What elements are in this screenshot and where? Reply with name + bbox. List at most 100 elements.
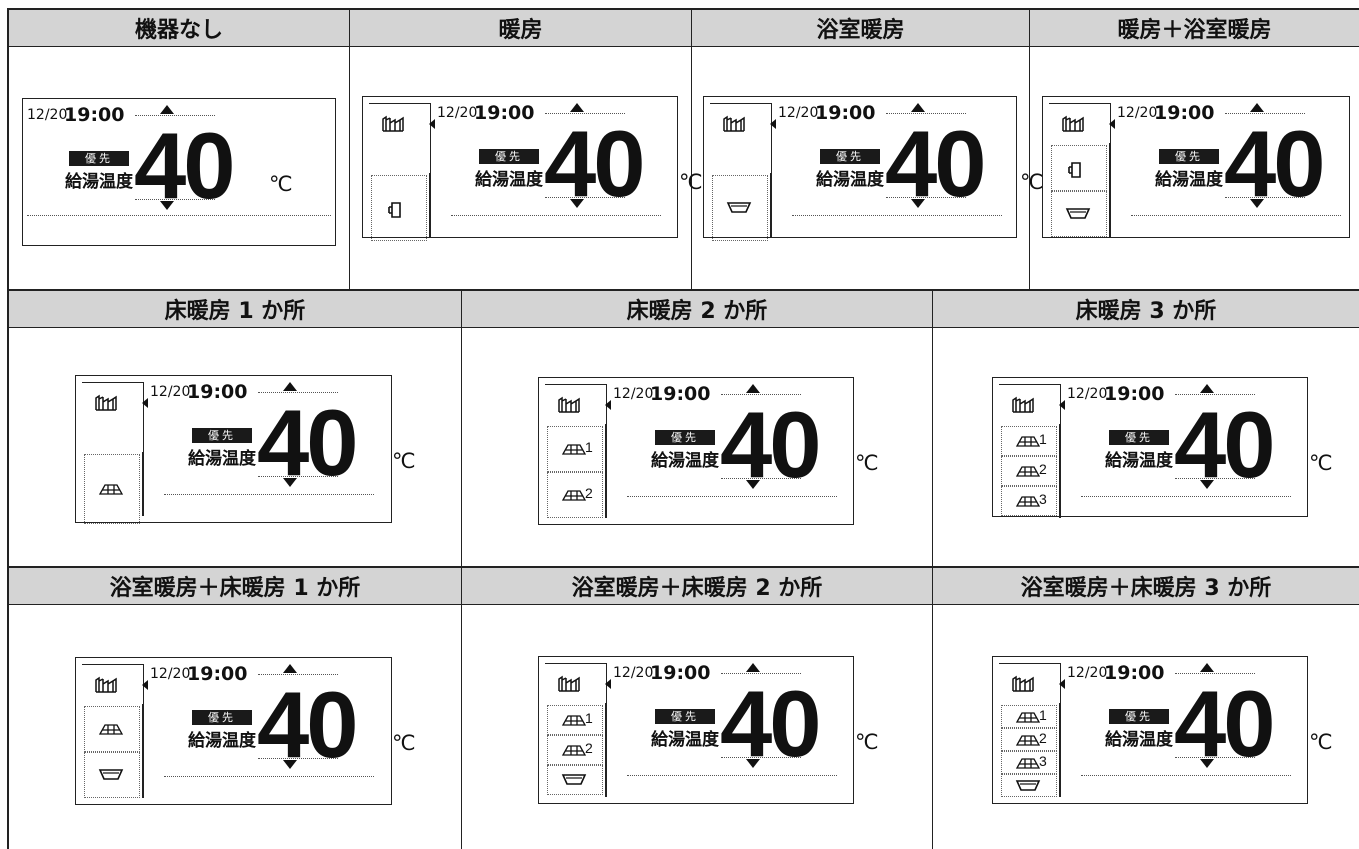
date-text: 12/20 — [1067, 386, 1108, 402]
dotted-line — [258, 392, 338, 393]
heater-icon — [385, 200, 405, 224]
bottom-dotted-line — [1131, 215, 1341, 216]
date-text: 12/20 — [778, 105, 819, 121]
bottom-dotted-line — [164, 494, 374, 495]
down-arrow-icon — [160, 201, 174, 210]
dotted-line — [258, 758, 338, 759]
priority-badge: 優先 — [820, 149, 880, 164]
side-divider — [770, 173, 772, 237]
up-arrow-icon — [1200, 663, 1214, 672]
header-yoku-yuka1: 浴室暖房＋床暖房 1 か所 — [9, 568, 461, 605]
zone-number: 1 — [585, 439, 593, 455]
bathroom-heater-icon — [1015, 778, 1041, 797]
date-text: 12/20 — [1117, 105, 1158, 121]
time-text: 19:00 — [187, 663, 248, 685]
zone-number: 1 — [1039, 431, 1047, 447]
hot-water-temp-label: 給湯温度 — [475, 170, 543, 190]
temperature-value: 40 — [257, 672, 359, 777]
grid-line — [7, 289, 1359, 291]
time-text: 19:00 — [1104, 662, 1165, 684]
radiator-icon — [381, 115, 405, 137]
floor-heating-icon — [1015, 709, 1041, 728]
side-cell — [1051, 145, 1107, 191]
zone-number: 1 — [1039, 706, 1047, 723]
floor-heating-icon — [1015, 755, 1041, 774]
dotted-line — [721, 673, 801, 674]
side-divider — [605, 424, 607, 518]
grid-line — [7, 8, 1359, 10]
bottom-dotted-line — [627, 496, 837, 497]
temperature-unit: ℃ — [855, 451, 879, 475]
temperature-value: 40 — [1174, 392, 1276, 497]
temperature-value: 40 — [1174, 671, 1276, 776]
temperature-unit: ℃ — [269, 172, 293, 196]
floor-heating-icon — [98, 481, 124, 500]
heater-icon — [1065, 160, 1085, 184]
up-arrow-icon — [283, 382, 297, 391]
down-arrow-icon — [746, 480, 760, 489]
time-text: 19:00 — [474, 102, 535, 124]
floor-heating-icon — [1015, 493, 1041, 512]
down-arrow-icon — [1200, 759, 1214, 768]
selection-arrow-icon — [1059, 400, 1065, 410]
side-cell — [1051, 191, 1107, 237]
up-arrow-icon — [746, 384, 760, 393]
selection-arrow-icon — [1059, 679, 1065, 689]
radiator-icon — [557, 396, 581, 418]
floor-heating-icon — [561, 712, 587, 731]
down-arrow-icon — [283, 760, 297, 769]
side-cell — [1001, 456, 1057, 486]
grid-line — [7, 8, 9, 849]
down-arrow-icon — [570, 199, 584, 208]
side-divider — [605, 703, 607, 797]
priority-badge: 優先 — [479, 149, 539, 164]
bottom-dotted-line — [27, 215, 331, 216]
header-yoku-yuka2: 浴室暖房＋床暖房 2 か所 — [462, 568, 932, 605]
side-cell — [371, 175, 427, 241]
side-divider — [1109, 143, 1111, 237]
date-text: 12/20 — [437, 105, 478, 121]
temperature-unit: ℃ — [855, 730, 879, 754]
zone-number: 3 — [1039, 752, 1047, 769]
grid-line — [1029, 8, 1030, 290]
bathroom-heater-icon — [98, 767, 124, 786]
side-cell — [1001, 728, 1057, 751]
up-arrow-icon — [1250, 103, 1264, 112]
radiator-icon — [1061, 115, 1085, 137]
selected-tab — [710, 103, 772, 173]
selection-arrow-icon — [605, 679, 611, 689]
side-cell — [547, 426, 603, 472]
temperature-unit: ℃ — [392, 731, 416, 755]
header-yoku-yuka3: 浴室暖房＋床暖房 3 か所 — [933, 568, 1359, 605]
hot-water-temp-label: 給湯温度 — [651, 451, 719, 471]
grid-line — [691, 8, 692, 290]
up-arrow-icon — [1200, 384, 1214, 393]
side-cell — [712, 175, 768, 241]
hot-water-temp-label: 給湯温度 — [1105, 451, 1173, 471]
date-text: 12/20 — [1067, 665, 1108, 681]
dotted-line — [1225, 113, 1305, 114]
side-divider — [1059, 424, 1061, 518]
floor-heating-icon — [561, 742, 587, 761]
priority-badge: 優先 — [1109, 430, 1169, 445]
temperature-value: 40 — [1224, 111, 1326, 216]
dotted-line — [886, 113, 966, 114]
time-text: 19:00 — [815, 102, 876, 124]
bottom-dotted-line — [1081, 775, 1291, 776]
hot-water-temp-label: 給湯温度 — [1105, 730, 1173, 750]
header-danbo-yokushitsu: 暖房＋浴室暖房 — [1030, 10, 1359, 47]
bottom-dotted-line — [627, 775, 837, 776]
dotted-line — [1175, 478, 1255, 479]
radiator-icon — [1011, 396, 1035, 418]
side-divider — [142, 704, 144, 798]
grid-line — [7, 566, 1359, 568]
up-arrow-icon — [911, 103, 925, 112]
down-arrow-icon — [746, 759, 760, 768]
side-cell — [1001, 426, 1057, 456]
up-arrow-icon — [570, 103, 584, 112]
